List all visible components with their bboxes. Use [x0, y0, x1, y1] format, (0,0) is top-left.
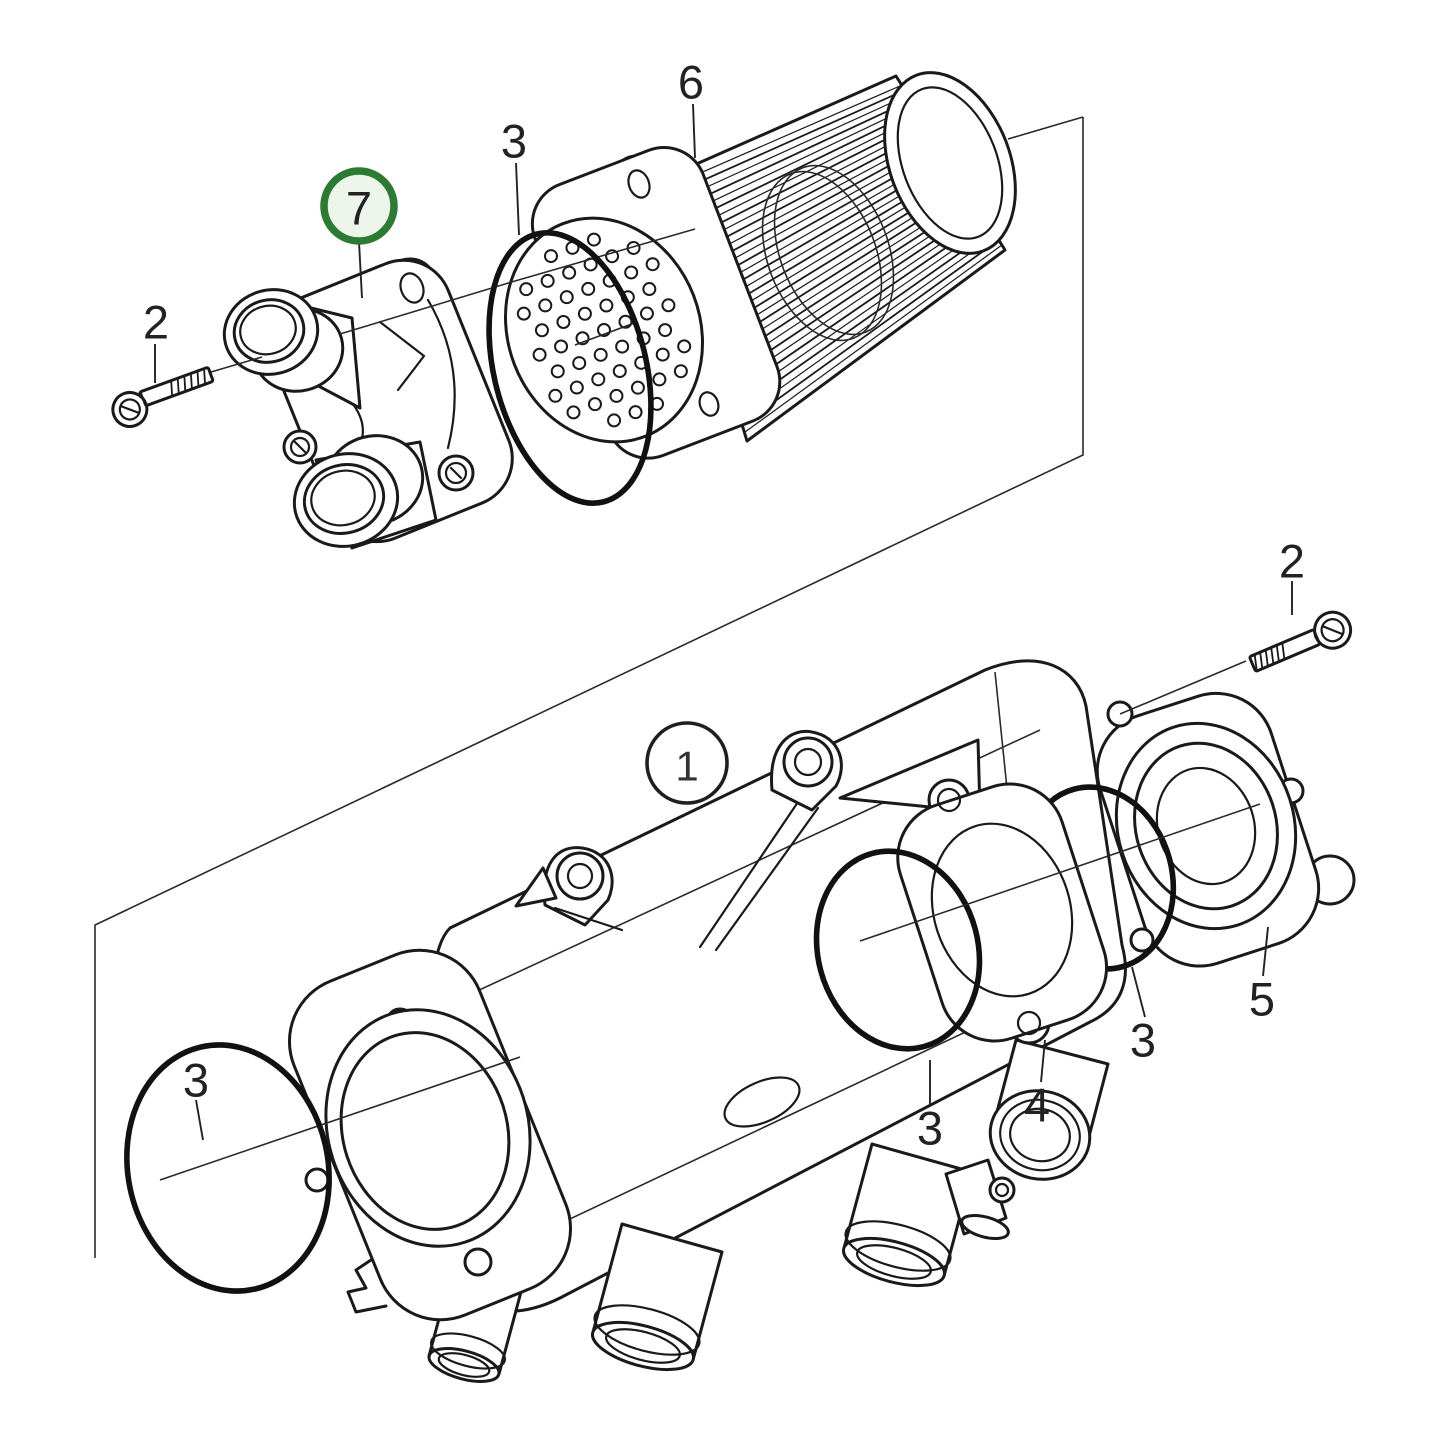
callout-leader-lines — [154, 103, 1293, 1141]
part-4-gasket — [896, 778, 1109, 1045]
exploded-plane-outline — [94, 117, 1084, 1258]
callout-7-highlighted: 7 — [320, 167, 398, 245]
callout-3-right: 3 — [1130, 1014, 1156, 1067]
part-7-cover — [222, 257, 514, 550]
callout-5: 5 — [1249, 973, 1275, 1026]
part-2-bolt-right — [1248, 610, 1353, 673]
highlight-circle-green — [320, 167, 398, 245]
bolt-thread-lines — [170, 367, 207, 398]
callout-7-label: 7 — [346, 182, 372, 235]
axis-line-bolt-right — [1119, 660, 1247, 715]
callout-4: 4 — [1024, 1079, 1050, 1132]
callout-6: 6 — [678, 56, 704, 109]
axis-line-top-right — [1007, 116, 1084, 140]
part-3-oring-left — [124, 1042, 332, 1294]
part-3-oring-top — [486, 230, 654, 506]
axis-line-top-mid — [514, 228, 696, 282]
tube-sheet-holes — [516, 232, 692, 428]
axis-line-bottom-right — [859, 803, 1261, 942]
callout-2-top: 2 — [143, 296, 169, 349]
part-6-heat-exchanger-core — [504, 71, 1017, 460]
callout-circle-plain — [645, 721, 729, 805]
callout-1-label: 1 — [675, 743, 698, 790]
axis-line-bottom-left — [159, 1056, 521, 1181]
part-5-end-cap — [1095, 691, 1356, 968]
part-1-housing — [287, 659, 1127, 1383]
axis-line-bolt-to-cover — [210, 356, 263, 373]
part-3-oring-mid — [813, 848, 983, 1052]
part-2-bolt-top — [111, 366, 215, 428]
callout-3-top: 3 — [501, 115, 527, 168]
bolt-thread-lines — [1253, 641, 1286, 673]
callout-2-right: 2 — [1279, 535, 1305, 588]
callout-3-mid: 3 — [917, 1102, 943, 1155]
axis-line-cover-to-ring — [339, 280, 516, 335]
callout-1-circled: 1 — [645, 721, 729, 805]
callout-3-left: 3 — [183, 1054, 209, 1107]
